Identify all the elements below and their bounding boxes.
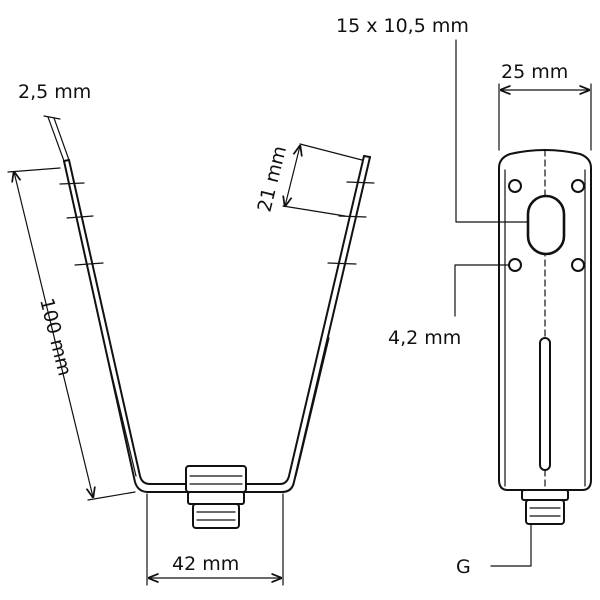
hole-bottom-right <box>571 258 585 272</box>
threaded-boss <box>185 465 247 529</box>
bracket-inner-profile <box>68 155 365 485</box>
hole-bottom-left <box>508 258 522 272</box>
slot-spacing-dimension <box>283 143 363 217</box>
hole-diameter-label: 4,2 mm <box>388 327 461 349</box>
base-width-dimension <box>146 493 284 586</box>
hole-top-left <box>508 179 522 193</box>
left-rib <box>102 337 137 477</box>
plate-threaded-boss <box>521 489 569 525</box>
thread-label: G <box>456 556 471 578</box>
long-slot <box>539 337 551 471</box>
hole-diameter-leader <box>454 264 510 317</box>
right-tip <box>363 155 371 158</box>
left-tip <box>63 159 70 162</box>
slot-size-label: 15 x 10,5 mm <box>336 15 469 37</box>
side-view: 25 mm 15 x 10,5 mm 4,2 mm G <box>336 15 592 578</box>
thickness-dimension <box>43 115 70 162</box>
plate-width-label: 25 mm <box>501 61 568 83</box>
leg-length-dimension <box>7 167 136 501</box>
front-view: 2,5 mm 100 mm 21 mm 42 mm <box>7 81 375 586</box>
plate-width-dimension <box>498 83 592 151</box>
right-rib <box>295 337 330 477</box>
slot-size-leader <box>455 39 529 223</box>
base-width-label: 42 mm <box>172 553 239 575</box>
right-leg-slot-marks <box>327 181 375 265</box>
thread-leader <box>490 523 532 567</box>
thickness-label: 2,5 mm <box>18 81 91 103</box>
hole-top-right <box>571 179 585 193</box>
leg-length-label: 100 mm <box>35 296 76 378</box>
oval-slot <box>526 194 566 256</box>
left-leg-slot-marks <box>59 182 104 266</box>
